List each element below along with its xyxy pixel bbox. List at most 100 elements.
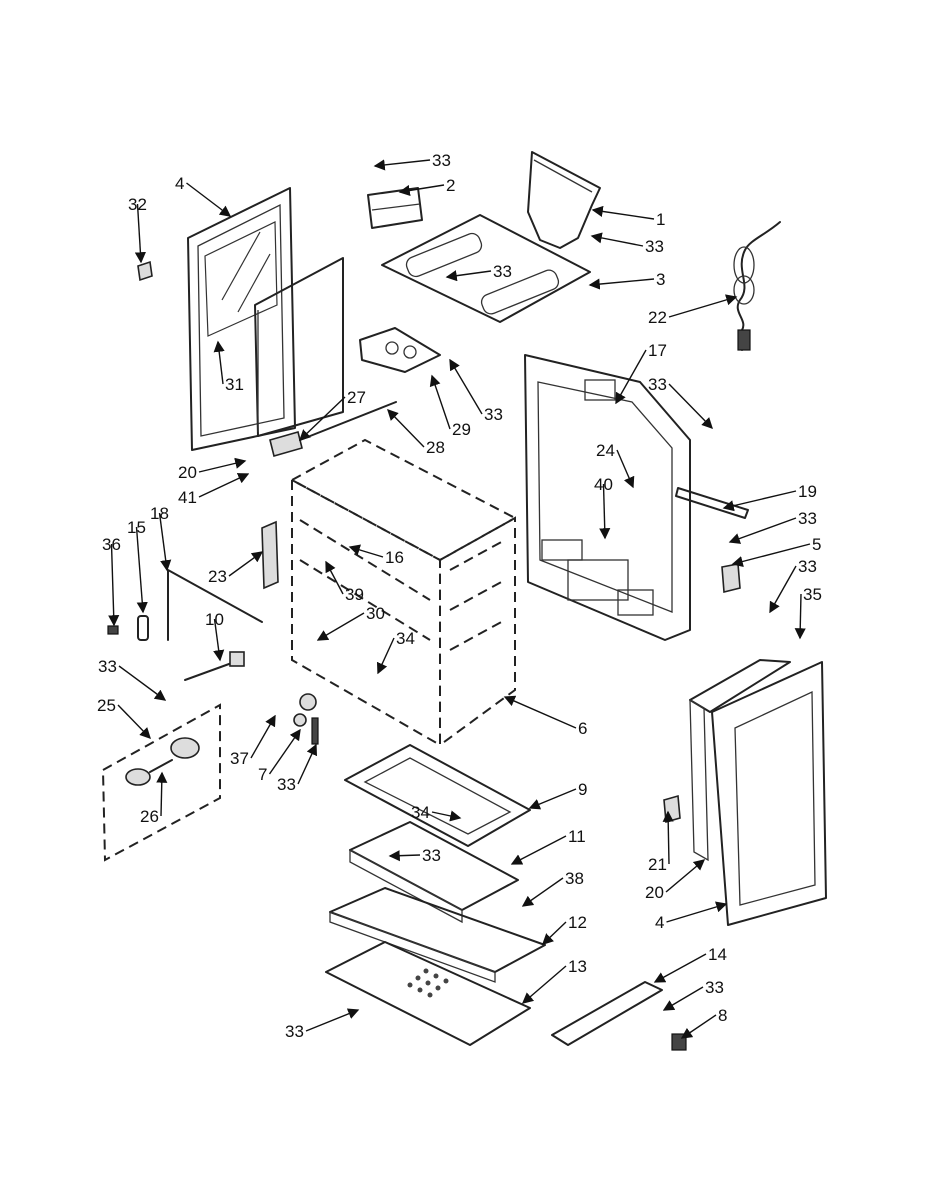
callout-number: 41 xyxy=(178,488,197,507)
leader-line xyxy=(449,358,483,415)
leader-line xyxy=(158,512,172,572)
leader-line xyxy=(348,544,384,558)
callout-14: 14 xyxy=(653,945,727,983)
callout-28: 28 xyxy=(387,408,445,457)
callout-number: 8 xyxy=(718,1006,727,1025)
callout-4: 4 xyxy=(655,901,728,932)
callout-number: 20 xyxy=(178,463,197,482)
callout-number: 19 xyxy=(798,482,817,501)
callout-27: 27 xyxy=(298,388,366,441)
leader-line xyxy=(510,835,567,865)
leader-line xyxy=(668,383,713,430)
callout-33: 33 xyxy=(728,509,817,544)
leader-line xyxy=(213,618,225,662)
leader-line xyxy=(794,593,806,640)
callout-number: 36 xyxy=(102,535,121,554)
door-clip-21 xyxy=(663,794,681,824)
callout-34: 34 xyxy=(376,629,415,675)
door-hinge xyxy=(269,401,397,457)
hinge-receiver xyxy=(261,520,279,590)
leader-line xyxy=(722,490,797,512)
callout-33: 33 xyxy=(449,358,503,424)
callout-number: 2 xyxy=(446,176,455,195)
door-gasket xyxy=(167,569,263,641)
callout-11: 11 xyxy=(510,827,586,865)
callout-26: 26 xyxy=(140,771,168,826)
callout-30: 30 xyxy=(316,604,385,641)
leader-line xyxy=(297,743,317,785)
callout-34: 34 xyxy=(411,803,462,822)
callout-13: 13 xyxy=(521,957,587,1004)
callout-number: 31 xyxy=(225,375,244,394)
side-rail xyxy=(675,487,749,519)
leader-line xyxy=(298,396,346,441)
screw-36 xyxy=(107,625,119,635)
callout-33: 33 xyxy=(590,232,664,256)
leader-line xyxy=(666,901,728,923)
callout-number: 16 xyxy=(385,548,404,567)
callout-number: 20 xyxy=(645,883,664,902)
callout-31: 31 xyxy=(213,340,244,394)
leader-line xyxy=(198,473,250,498)
callout-40: 40 xyxy=(594,475,613,540)
callout-8: 8 xyxy=(680,1006,727,1039)
broil-pan xyxy=(349,821,519,924)
callout-number: 24 xyxy=(596,441,615,460)
callout-number: 14 xyxy=(708,945,727,964)
leader-line xyxy=(117,704,151,740)
leader-line xyxy=(591,205,655,220)
callout-15: 15 xyxy=(127,518,148,614)
leader-line xyxy=(398,184,445,196)
leader-line xyxy=(665,859,706,893)
leader-line xyxy=(305,1008,360,1032)
leader-line xyxy=(615,349,647,405)
leader-line xyxy=(198,457,247,473)
callout-number: 33 xyxy=(98,657,117,676)
callout-23: 23 xyxy=(208,551,264,586)
leader-line xyxy=(429,374,451,430)
callout-number: 18 xyxy=(150,504,169,523)
callout-number: 33 xyxy=(484,405,503,424)
rear-panel xyxy=(524,354,691,641)
leader-line xyxy=(599,483,611,540)
callout-number: 23 xyxy=(208,567,227,586)
leader-line xyxy=(388,850,421,862)
callout-number: 34 xyxy=(411,803,430,822)
leader-line xyxy=(316,612,365,641)
callout-number: 33 xyxy=(422,846,441,865)
callout-number: 33 xyxy=(798,557,817,576)
leveling-rail xyxy=(551,981,663,1046)
callout-number: 4 xyxy=(175,174,184,193)
door-clip-32 xyxy=(137,260,153,282)
knob-assembly xyxy=(101,703,221,862)
callout-number: 17 xyxy=(648,341,667,360)
leader-line xyxy=(250,714,276,759)
callout-5: 5 xyxy=(731,535,821,567)
callout-7: 7 xyxy=(258,728,301,784)
callout-number: 33 xyxy=(648,375,667,394)
callout-39: 39 xyxy=(325,560,364,604)
callout-20: 20 xyxy=(178,457,247,482)
callout-36: 36 xyxy=(102,535,121,627)
leader-line xyxy=(376,637,395,675)
callout-number: 37 xyxy=(230,749,249,768)
callout-number: 35 xyxy=(803,585,822,604)
callout-number: 33 xyxy=(285,1022,304,1041)
callout-2: 2 xyxy=(398,176,455,196)
callout-38: 38 xyxy=(521,869,584,907)
callout-number: 29 xyxy=(452,420,471,439)
callout-37: 37 xyxy=(230,714,276,768)
callout-number: 22 xyxy=(648,308,667,327)
callout-33: 33 xyxy=(662,978,724,1011)
oven-cavity xyxy=(289,438,518,747)
leader-line xyxy=(668,294,738,318)
leader-line xyxy=(728,517,797,544)
leader-line xyxy=(134,203,146,264)
callout-17: 17 xyxy=(615,341,667,405)
callout-number: 33 xyxy=(432,151,451,170)
callout-number: 5 xyxy=(812,535,821,554)
leader-line xyxy=(662,810,674,865)
callout-number: 27 xyxy=(347,388,366,407)
leader-line xyxy=(108,543,120,627)
